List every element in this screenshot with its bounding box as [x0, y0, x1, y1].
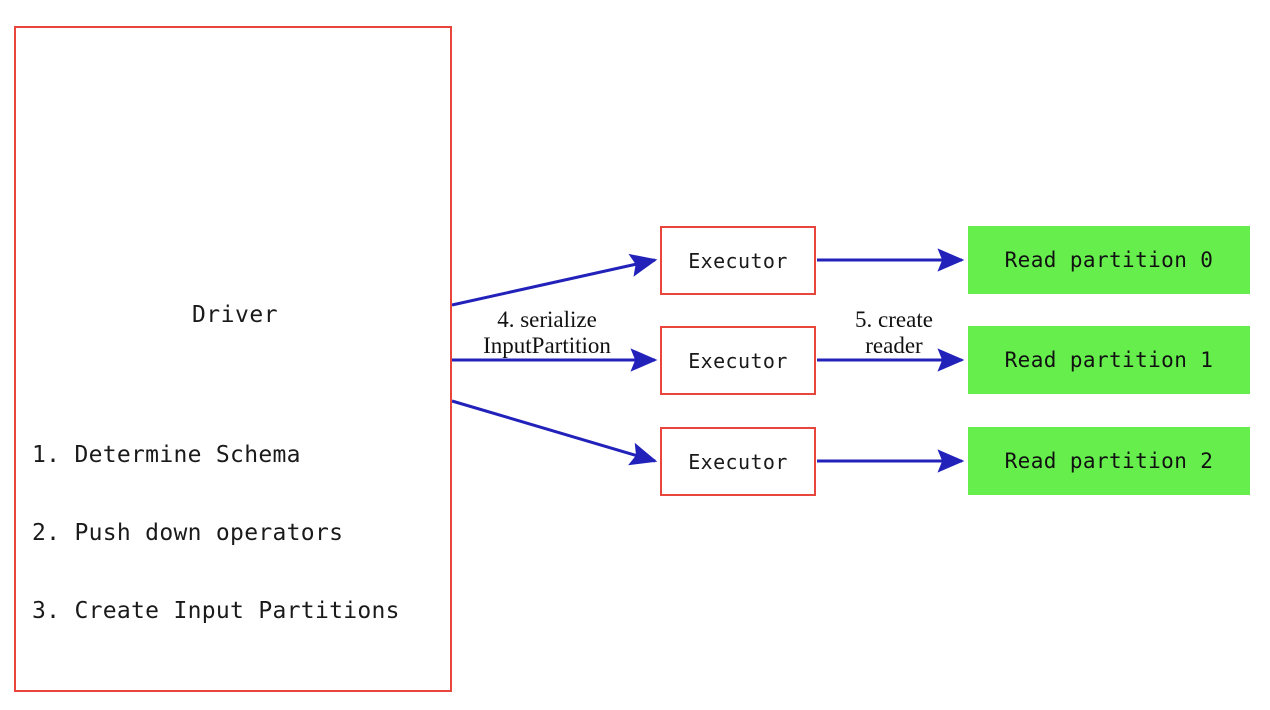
partition-box-1: Read partition 1	[968, 326, 1250, 394]
executor-label-2: Executor	[688, 348, 788, 373]
edge-label-create-reader-line1: 5. create	[855, 307, 933, 332]
partition-label-2: Read partition 2	[1004, 449, 1214, 473]
arrow-driver-to-executor-3	[451, 399, 658, 466]
driver-title: Driver	[191, 302, 279, 328]
partition-label-0: Read partition 0	[1004, 248, 1214, 272]
executor-label-3: Executor	[688, 449, 788, 474]
edge-label-serialize-line2: InputPartition	[483, 333, 611, 358]
driver-step-1: 1. Determine Schema	[32, 442, 301, 468]
arrow-driver-to-executor-1	[451, 253, 658, 307]
edge-label-create-reader: 5. create reader	[824, 307, 964, 359]
driver-step-3: 3. Create Input Partitions	[32, 598, 400, 624]
executor-box-2: Executor	[660, 326, 816, 395]
driver-step-2: 2. Push down operators	[32, 520, 344, 546]
partition-label-1: Read partition 1	[1004, 348, 1214, 372]
executor-box-1: Executor	[660, 226, 816, 295]
edge-label-create-reader-line2: reader	[865, 333, 923, 358]
partition-box-0: Read partition 0	[968, 226, 1250, 294]
driver-box: Driver 1. Determine Schema 2. Push down …	[14, 26, 452, 692]
executor-box-3: Executor	[660, 427, 816, 496]
driver-steps-list: 1. Determine Schema 2. Push down operato…	[32, 390, 400, 676]
executor-label-1: Executor	[688, 248, 788, 273]
partition-box-2: Read partition 2	[968, 427, 1250, 495]
edge-label-serialize-line1: 4. serialize	[497, 307, 597, 332]
edge-label-serialize: 4. serialize InputPartition	[457, 307, 637, 359]
